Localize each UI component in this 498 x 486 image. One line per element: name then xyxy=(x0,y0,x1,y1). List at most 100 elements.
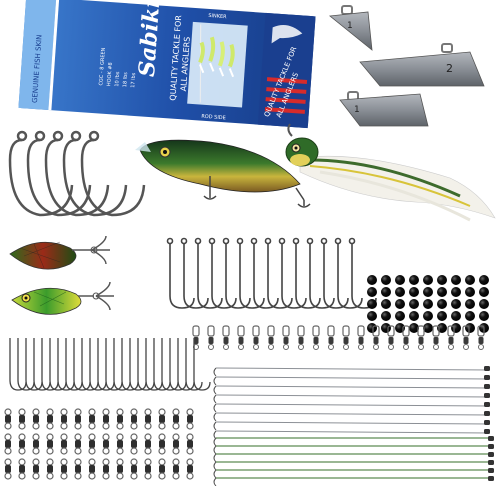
small-hook xyxy=(169,338,187,391)
barrel-swivel xyxy=(186,433,194,455)
swivel-eye xyxy=(144,458,152,466)
j-hook xyxy=(337,244,363,309)
swivel-eye xyxy=(102,408,110,416)
swivel-eye xyxy=(144,408,152,416)
swivel-barrel xyxy=(298,337,304,344)
swivel-eye xyxy=(88,408,96,416)
bead xyxy=(409,275,419,285)
swivel-eye xyxy=(130,433,138,441)
barrel-swivel xyxy=(116,433,124,455)
bead xyxy=(437,311,447,321)
swivel-barrel xyxy=(208,337,214,344)
barrel-swivel xyxy=(144,433,152,455)
barrel-swivel xyxy=(130,433,138,455)
swivel-eye xyxy=(46,458,54,466)
snap-swivels xyxy=(192,325,485,350)
small-hook xyxy=(105,338,123,391)
swivel-body xyxy=(159,440,165,448)
bead xyxy=(423,275,433,285)
swivel-barrel xyxy=(478,337,484,344)
bead xyxy=(409,299,419,309)
snap-swivel xyxy=(342,325,350,350)
swivel-body xyxy=(173,415,179,423)
barrel-swivel xyxy=(4,408,12,430)
bead xyxy=(437,287,447,297)
j-hook xyxy=(225,244,251,309)
snap-swivel xyxy=(192,325,200,350)
swivel-eye xyxy=(130,408,138,416)
leader-snap xyxy=(213,477,217,486)
snap-clip xyxy=(282,325,290,337)
swivel-barrel xyxy=(268,337,274,344)
barrel-swivel xyxy=(102,408,110,430)
barrel-swivels xyxy=(4,408,194,480)
swivel-eye xyxy=(158,408,166,416)
snap-clip xyxy=(417,325,425,337)
swivel-eye xyxy=(4,458,12,466)
swivel-barrel xyxy=(358,337,364,344)
small-hook xyxy=(33,338,51,391)
bead xyxy=(465,299,475,309)
swivel-eye xyxy=(32,422,40,430)
swivel-eye xyxy=(158,422,166,430)
swivel-eye xyxy=(74,447,82,455)
snap-swivel xyxy=(282,325,290,350)
swivel-body xyxy=(187,465,193,473)
bead xyxy=(423,299,433,309)
bead xyxy=(367,299,377,309)
barrel-swivel xyxy=(130,458,138,480)
swivel-body xyxy=(131,415,137,423)
swivel-barrel xyxy=(373,337,379,344)
swivel-eye xyxy=(4,447,12,455)
hook-eye xyxy=(306,237,314,245)
swivel-eye xyxy=(18,458,26,466)
swivel-body xyxy=(19,415,25,423)
small-hook xyxy=(137,338,155,391)
swivel-body xyxy=(33,415,39,423)
barrel-swivel xyxy=(46,408,54,430)
barrel-swivel xyxy=(172,408,180,430)
swivel-eye xyxy=(88,447,96,455)
swivel-barrel xyxy=(463,337,469,344)
small-hook xyxy=(113,338,131,391)
bead xyxy=(381,299,391,309)
bucktail-jig xyxy=(285,123,496,222)
swivel-eye xyxy=(4,433,12,441)
small-hook xyxy=(97,338,115,391)
snap-swivel xyxy=(327,325,335,350)
pyramid-sinker-3: 1 xyxy=(339,91,429,127)
barrel-swivel xyxy=(60,458,68,480)
swivel-eye xyxy=(46,408,54,416)
leader-snap xyxy=(213,412,217,422)
barrel-swivel xyxy=(74,408,82,430)
leader-snap xyxy=(213,403,217,413)
bead xyxy=(395,275,405,285)
package-specs: CGC - 8 GREEN HOOK #8 10 lbs 18 lbs 17 l… xyxy=(98,47,137,88)
barrel-swivel xyxy=(88,408,96,430)
small-hook xyxy=(129,338,147,391)
leader-snap xyxy=(213,385,217,395)
snap-clip xyxy=(267,325,275,337)
small-hook xyxy=(17,338,35,391)
swivel-eye xyxy=(18,447,26,455)
swivel-ring xyxy=(268,344,274,350)
swivel-eye xyxy=(172,433,180,441)
small-hook xyxy=(185,338,203,391)
bead xyxy=(409,323,419,333)
bead xyxy=(381,323,391,333)
small-hooks xyxy=(9,338,211,391)
barrel-swivel xyxy=(158,408,166,430)
circle-hooks xyxy=(8,130,146,217)
small-hook xyxy=(161,338,179,391)
swivel-ring xyxy=(253,344,259,350)
leader-snap xyxy=(213,376,217,386)
steel-leader xyxy=(215,421,491,425)
spoon-lure-1 xyxy=(9,235,110,270)
bead xyxy=(381,275,391,285)
swivel-body xyxy=(145,440,151,448)
j-hook xyxy=(281,244,307,309)
spec-line: CGC - 8 GREEN xyxy=(98,47,107,86)
swivel-body xyxy=(61,465,67,473)
barrel-swivel xyxy=(60,408,68,430)
bead xyxy=(465,287,475,297)
